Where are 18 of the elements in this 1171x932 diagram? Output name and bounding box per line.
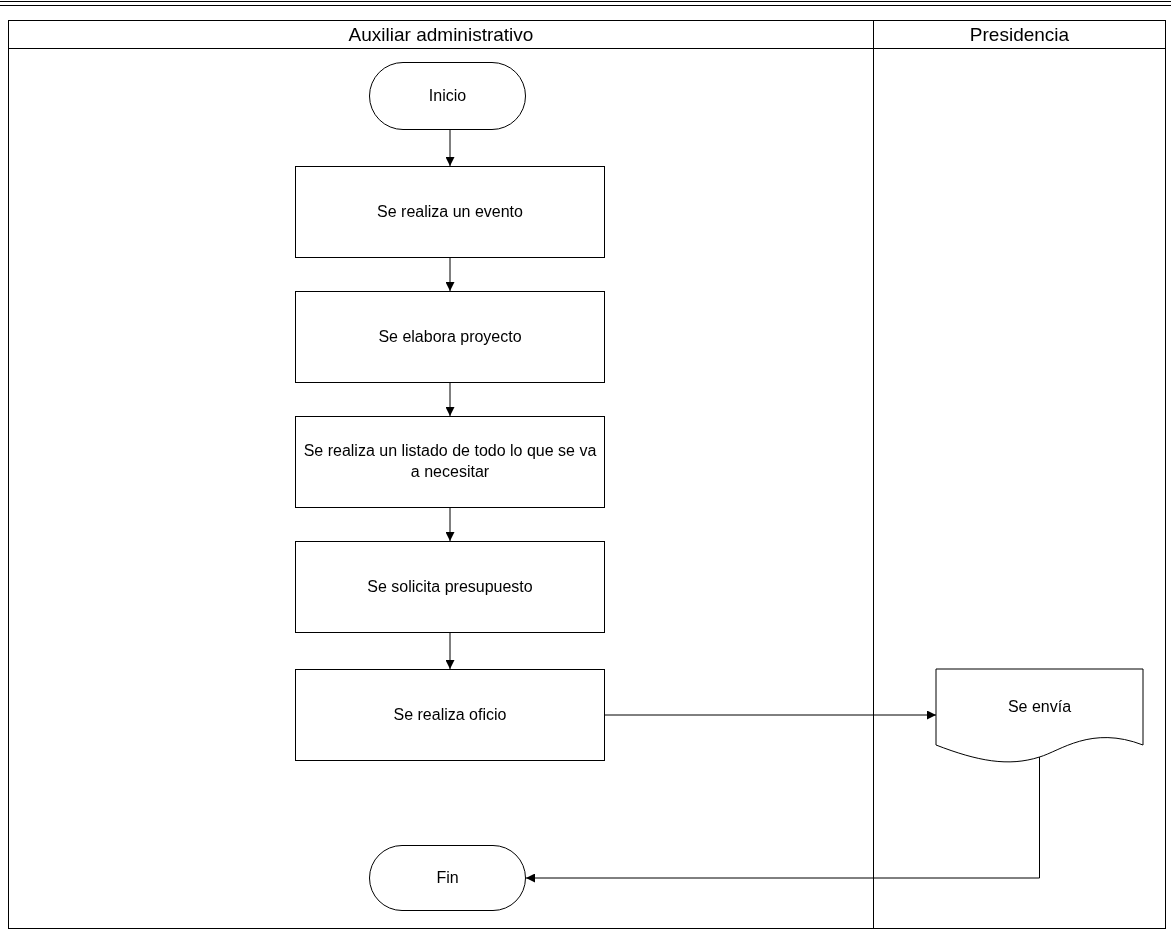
arrow <box>445 382 455 417</box>
arrow <box>445 129 455 167</box>
process-box: Se realiza oficio <box>295 669 605 761</box>
process-box: Se elabora proyecto <box>295 291 605 383</box>
node-text: Se envía <box>1007 697 1072 717</box>
terminator-shape: Fin <box>369 845 526 911</box>
arrow <box>445 257 455 292</box>
arrow <box>604 710 937 720</box>
lane-header: Presidencia <box>874 21 1165 49</box>
arrow <box>445 632 455 670</box>
terminator-shape: Inicio <box>369 62 526 130</box>
process-box: Se realiza un listado de todo lo que se va a necesitar <box>295 416 605 508</box>
process-box: Se solicita presupuesto <box>295 541 605 633</box>
process-box: Se realiza un evento <box>295 166 605 258</box>
swimlane <box>873 20 1166 929</box>
arrow <box>445 507 455 542</box>
lane-header: Auxiliar administrativo <box>9 21 873 49</box>
swimlane <box>8 20 874 929</box>
